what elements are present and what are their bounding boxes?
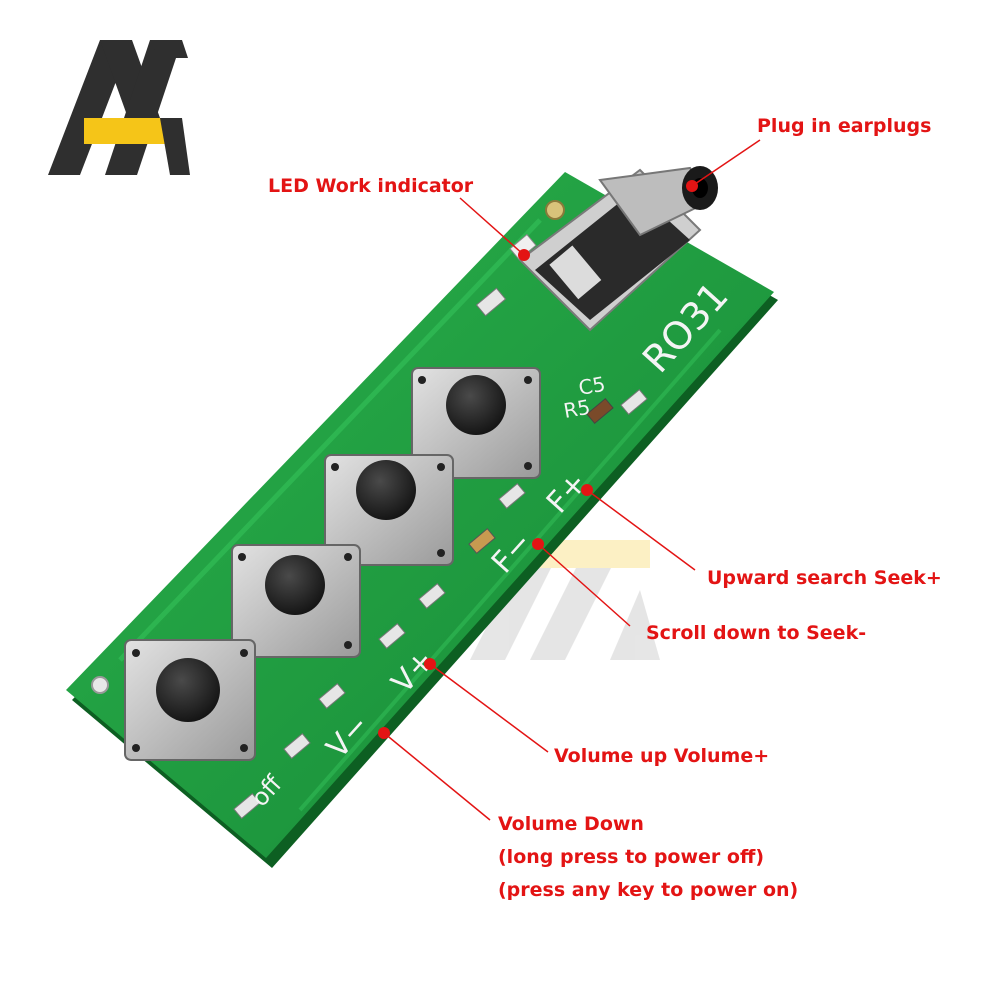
volume-down-line3: (press any key to power on) — [498, 879, 799, 901]
tactile-button — [231, 544, 361, 658]
volume-down-line1: Volume Down — [498, 813, 644, 835]
silk-c5: C5 — [577, 372, 607, 400]
callout-led-label: LED Work indicator — [268, 175, 474, 197]
headphone-jack — [518, 166, 718, 332]
tactile-button — [124, 639, 256, 761]
tactile-button — [411, 367, 541, 479]
volume-down-line2: (long press to power off) — [498, 846, 765, 868]
brand-logo — [48, 40, 190, 175]
callout-volume-up-label: Volume up Volume+ — [554, 745, 770, 767]
callout-volume-down-label: Volume Down (long press to power off) (p… — [498, 808, 798, 907]
tactile-button — [324, 454, 454, 566]
silk-r5: R5 — [562, 395, 592, 423]
callout-lines — [383, 139, 761, 821]
callout-seek-down-label: Scroll down to Seek- — [646, 622, 867, 644]
callout-plug-label: Plug in earplugs — [757, 115, 932, 137]
callout-seek-up-label: Upward search Seek+ — [707, 567, 942, 589]
smd-components — [233, 287, 648, 820]
callout-dots — [378, 180, 698, 739]
